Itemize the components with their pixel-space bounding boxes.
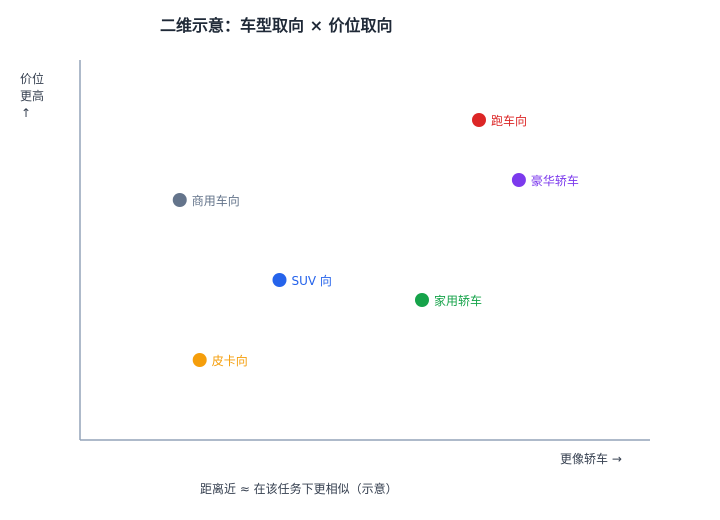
data-point-2 [172,193,187,207]
y-axis-label-arrow: ↑ [21,106,31,120]
data-point-1 [511,173,526,187]
data-point-5 [192,353,207,367]
data-point-label-4: 家用轿车 [434,293,482,308]
data-point-4 [415,293,429,307]
data-point-label-3: SUV 向 [292,273,332,288]
data-point-label-2: 商用车向 [192,193,240,208]
data-point-label-1: 豪华轿车 [531,173,579,188]
data-point-0 [472,113,486,127]
y-axis-label-line-1: 价位 [20,71,44,86]
x-axis-label: 更像轿车 → [560,451,622,466]
y-axis-label: 价位 更高 ↑ [20,71,44,120]
y-axis-label-line-2: 更高 [20,88,44,103]
data-point-label-5: 皮卡向 [212,353,248,368]
data-point-3 [272,273,287,287]
chart-caption: 距离近 ≈ 在该任务下更相似（示意） [200,481,398,496]
chart-title: 二维示意：车型取向 × 价位取向 [160,16,393,35]
data-point-label-0: 跑车向 [491,113,527,128]
